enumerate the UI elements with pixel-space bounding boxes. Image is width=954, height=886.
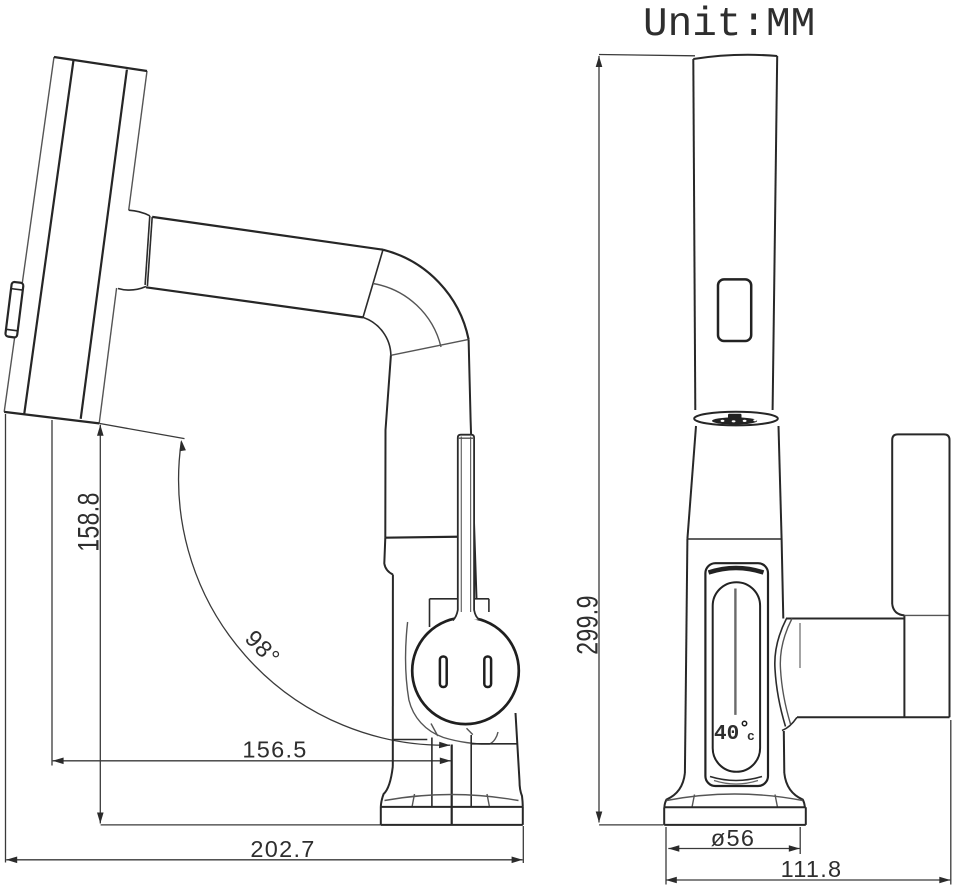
svg-text:c: c: [747, 729, 755, 744]
svg-text:Unit:MM: Unit:MM: [643, 2, 815, 48]
svg-text:40: 40: [714, 723, 739, 746]
svg-text:202.7: 202.7: [250, 836, 315, 862]
svg-text:111.8: 111.8: [781, 856, 843, 882]
svg-text:ø56: ø56: [711, 825, 755, 851]
svg-text:158.8: 158.8: [72, 492, 106, 552]
svg-text:156.5: 156.5: [242, 737, 307, 763]
svg-text:299.9: 299.9: [571, 595, 605, 655]
